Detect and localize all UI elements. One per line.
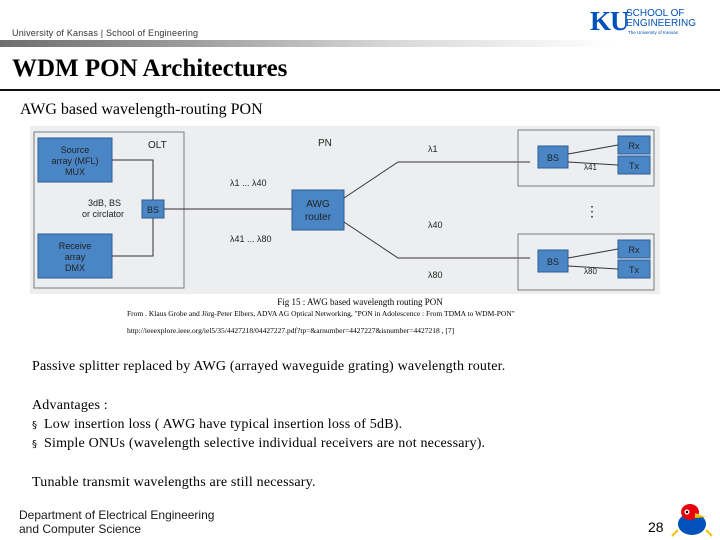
- pn-label: PN: [318, 138, 332, 149]
- logo-line2: ENGINEERING: [626, 18, 697, 29]
- onu-bottom-lambda: λ80: [584, 267, 597, 276]
- onu-top-rx-label: Rx: [629, 141, 640, 151]
- source-label-1: Source: [61, 145, 90, 155]
- lambda-1-label: λ1: [428, 144, 438, 154]
- olt-label: OLT: [148, 140, 167, 151]
- body-paragraph-2: Tunable transmit wavelengths are still n…: [32, 475, 316, 490]
- header-gradient-bar: [0, 40, 720, 47]
- fiber-to-onu-bottom: [343, 221, 530, 259]
- onu-bottom-tx-line: [567, 265, 619, 270]
- bs-to-receive-line: [112, 218, 154, 257]
- onu-top-lambda: λ41: [584, 163, 597, 172]
- list-item: § Low insertion loss ( AWG have typical i…: [32, 416, 402, 435]
- logo-tagline: The University of Kansas: [628, 30, 679, 35]
- department-footer: Department of Electrical Engineering and…: [19, 508, 214, 536]
- slide-subtitle: AWG based wavelength-routing PON: [20, 101, 263, 118]
- ku-logo-school: SCHOOL OF ENGINEERING: [626, 9, 696, 29]
- source-label-2: array (MFL): [52, 156, 99, 166]
- olt-region: [33, 131, 185, 289]
- bullet-marker-icon: §: [32, 420, 38, 431]
- lambda-1-40-label: λ1 ... λ40: [230, 178, 267, 188]
- awg-label-1: AWG: [306, 199, 330, 210]
- fiber-to-onu-top: [343, 161, 530, 199]
- onu-bottom-bs-label: BS: [547, 257, 559, 267]
- figure-source-link[interactable]: http://ieeexplore.ieee.org/iel5/35/44272…: [127, 326, 455, 335]
- advantages-heading: Advantages :: [32, 398, 108, 413]
- dept-line-1: Department of Electrical Engineering: [19, 508, 215, 522]
- page-title: WDM PON Architectures: [12, 55, 288, 82]
- lambda-41-80-label: λ41 ... λ80: [230, 234, 272, 244]
- onu-top-rx-line: [567, 144, 619, 155]
- receive-label-3: DMX: [65, 263, 85, 273]
- ku-logo-mark: KU: [590, 6, 629, 36]
- bullet-text: Simple ONUs (wavelength selective indivi…: [44, 436, 486, 451]
- coupler-text-1: 3dB, BS: [88, 198, 121, 208]
- onu-top-bs-box: [537, 145, 569, 169]
- figure-source: From . Klaus Grobe and Jörg-Peter Elbers…: [127, 309, 515, 318]
- onu-top-tx-line: [567, 161, 619, 166]
- bullet-text: Low insertion loss ( AWG have typical in…: [44, 417, 403, 432]
- diagram-svg: OLT PN Source array (MFL) MUX 3dB, BS or…: [33, 129, 655, 291]
- jayhawk-mascot-icon: [671, 504, 713, 537]
- title-divider: [0, 89, 720, 91]
- awg-label-2: router: [305, 212, 332, 223]
- onu-top-bs-label: BS: [547, 153, 559, 163]
- awg-pon-diagram: OLT PN Source array (MFL) MUX 3dB, BS or…: [30, 126, 660, 294]
- source-label-3: MUX: [65, 167, 85, 177]
- dept-line-2: and Computer Science: [19, 522, 142, 536]
- onu-bottom-region: [517, 233, 655, 291]
- institution-header: University of Kansas | School of Enginee…: [12, 28, 199, 38]
- receive-label-2: array: [65, 252, 86, 262]
- olt-bs-label: BS: [147, 205, 159, 215]
- awg-router-box: [291, 189, 345, 231]
- body-paragraph-1: Passive splitter replaced by AWG (arraye…: [32, 359, 506, 374]
- logo-line1: SCHOOL OF: [626, 8, 685, 19]
- page-number: 28: [648, 519, 664, 535]
- source-to-bs-line: [112, 159, 154, 200]
- onu-bottom-rx-line: [567, 248, 619, 259]
- ellipsis-dots: ⋮: [585, 203, 599, 219]
- list-item: § Simple ONUs (wavelength selective indiv…: [32, 435, 485, 454]
- onu-bottom-rx-label: Rx: [629, 245, 640, 255]
- onu-top-tx-label: Tx: [629, 161, 639, 171]
- onu-bottom-tx-label: Tx: [629, 265, 639, 275]
- onu-top-region: [517, 129, 655, 187]
- receive-label-1: Receive: [59, 241, 92, 251]
- bullet-marker-icon: §: [32, 439, 38, 450]
- coupler-text-2: or circlator: [82, 209, 124, 219]
- figure-caption: Fig 15 : AWG based wavelength routing PO…: [277, 297, 443, 307]
- lambda-40-label: λ40: [428, 220, 443, 230]
- onu-bottom-bs-box: [537, 249, 569, 273]
- ku-engineering-logo: KU SCHOOL OF ENGINEERING The University …: [590, 6, 718, 38]
- lambda-80-label: λ80: [428, 270, 443, 280]
